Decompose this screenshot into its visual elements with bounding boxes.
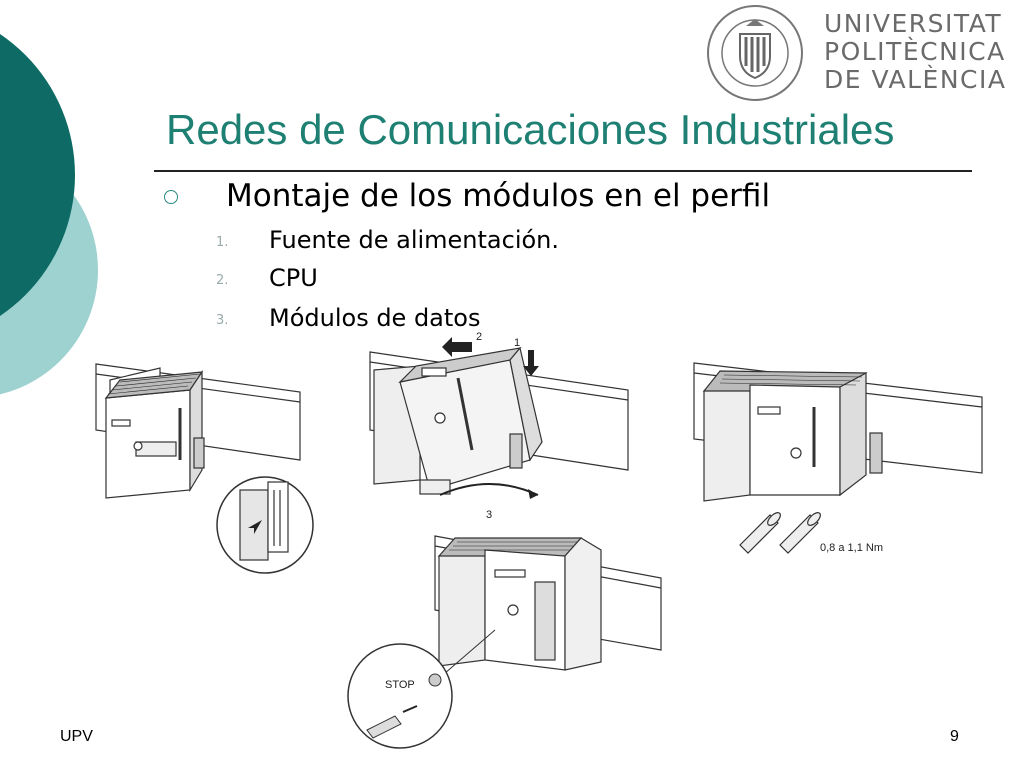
main-bullet-text: Montaje de los módulos en el perfil — [226, 178, 771, 214]
side-circles-decoration — [0, 34, 98, 395]
page-number: 9 — [950, 728, 959, 745]
stop-switch-detail-circle — [347, 643, 453, 749]
arrow-icon — [523, 350, 539, 376]
figure-power-supply-mounting — [95, 363, 314, 574]
university-name-line1: UNIVERSITAT — [824, 9, 1003, 38]
stop-label: STOP — [385, 679, 415, 691]
list-item-text: CPU — [269, 264, 318, 292]
step-label: 2 — [476, 331, 482, 343]
screwdriver-icon — [739, 512, 821, 554]
list-item-text: Módulos de datos — [269, 304, 481, 332]
circle-bullet-icon — [164, 190, 178, 204]
list-item-number: 1. — [216, 235, 229, 250]
title-divider — [154, 170, 972, 172]
slide-title: Redes de Comunicaciones Industriales — [166, 106, 895, 153]
list-item-number: 2. — [216, 273, 229, 288]
university-name: UNIVERSITAT POLITÈCNICA DE VALÈNCIA — [824, 10, 1006, 94]
university-seal-icon — [707, 5, 803, 101]
key-icon — [366, 715, 402, 739]
step-label: 3 — [486, 509, 492, 521]
curved-arrow-icon — [439, 483, 539, 496]
footer-label: UPV — [60, 728, 93, 745]
figure-screw-torque: 0,8 a 1,1 Nm — [693, 362, 983, 554]
university-name-line3: DE VALÈNCIA — [824, 65, 1007, 94]
university-logo: UNIVERSITAT POLITÈCNICA DE VALÈNCIA — [706, 4, 1006, 102]
university-name-line2: POLITÈCNICA — [824, 37, 1006, 66]
step-label: 1 — [514, 337, 520, 349]
figure-cpu-insertion: 1 2 3 — [369, 331, 629, 521]
torque-label: 0,8 a 1,1 Nm — [820, 542, 883, 554]
figure-assembled-rack: STOP — [347, 535, 662, 749]
list-item-text: Fuente de alimentación. — [269, 226, 560, 254]
list-item-number: 3. — [216, 313, 229, 328]
arrow-icon — [442, 337, 472, 357]
